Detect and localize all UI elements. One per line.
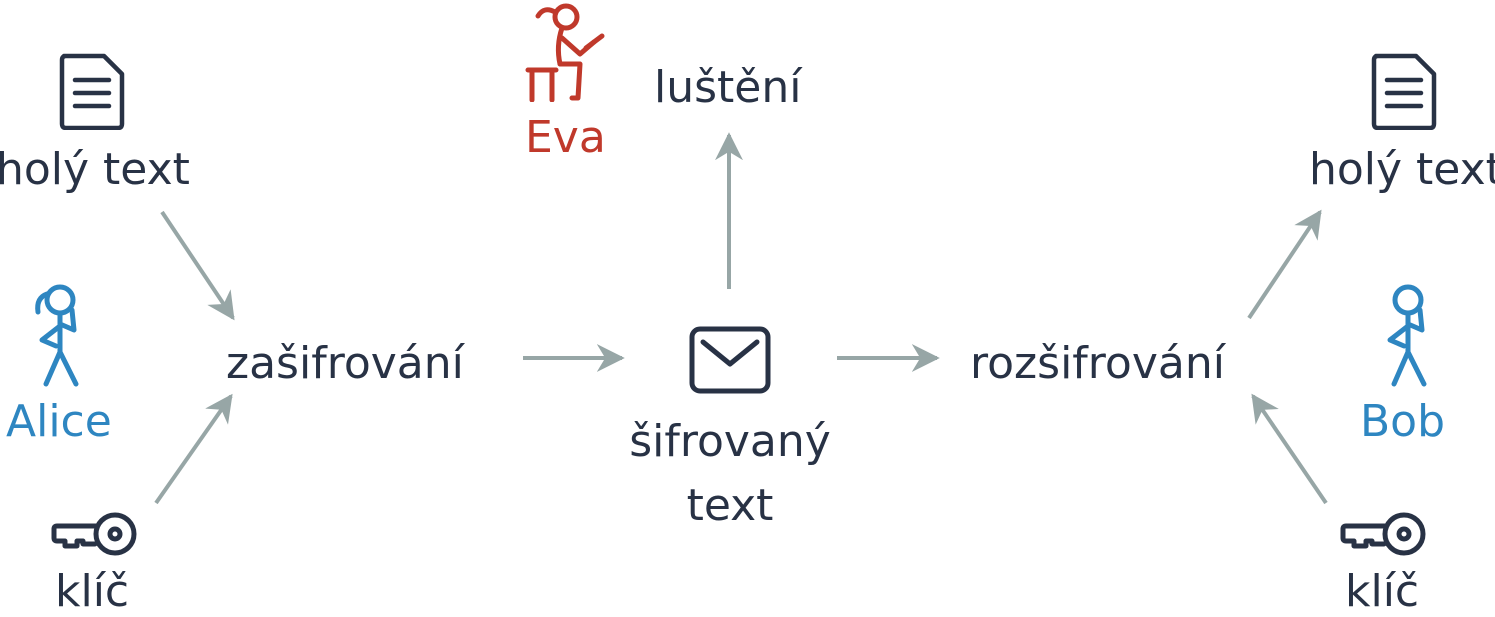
- ciphertext-label-line1: šifrovaný: [629, 416, 831, 467]
- stick-figure-icon: [1387, 284, 1427, 387]
- key-icon: [1340, 512, 1426, 556]
- arrow-key-to-encrypt: [154, 393, 233, 505]
- cryptanalysis-label: luštění: [654, 62, 802, 113]
- key-icon: [51, 512, 137, 556]
- arrow-plaintext-to-encrypt: [160, 210, 235, 321]
- eva-label: Eva: [525, 112, 606, 163]
- right-plaintext-label: holý text: [1309, 144, 1495, 195]
- left-plaintext-label: holý text: [0, 144, 190, 195]
- alice-label: Alice: [6, 396, 112, 447]
- stick-figure-icon: [35, 284, 79, 387]
- encrypt-label: zašifrování: [226, 338, 464, 389]
- arrow-decrypt-to-plaintext: [1247, 209, 1322, 320]
- left-key-label: klíč: [55, 566, 130, 617]
- decrypt-label: rozšifrování: [970, 338, 1225, 389]
- stick-figure-with-laptop-icon: [525, 3, 605, 102]
- bob-label: Bob: [1360, 396, 1446, 447]
- right-key-label: klíč: [1345, 566, 1420, 617]
- ciphertext-label-line2: text: [686, 480, 774, 531]
- envelope-icon: [689, 326, 771, 394]
- document-icon: [1371, 53, 1437, 130]
- document-icon: [59, 53, 125, 130]
- arrow-key-to-decrypt: [1251, 393, 1328, 505]
